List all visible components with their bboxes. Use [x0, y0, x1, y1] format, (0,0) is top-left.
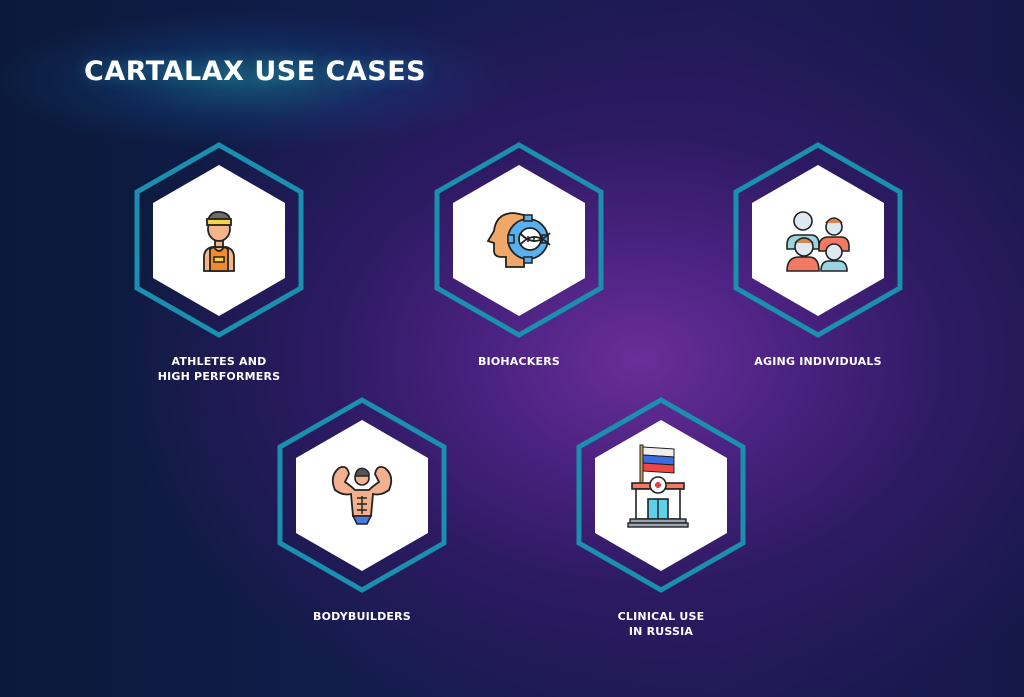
use-case-bodybuilders [277, 397, 447, 593]
label-line-1: ATHLETES AND [171, 355, 267, 368]
label-line-1: AGING INDIVIDUALS [754, 355, 882, 368]
bodybuilder-icon [331, 465, 393, 525]
family-group-icon [786, 211, 850, 272]
use-case-biohackers [434, 142, 604, 338]
label-line-1: CLINICAL USE [617, 610, 705, 623]
use-case-label: BODYBUILDERS [252, 609, 472, 624]
hospital-russian-flag-icon [627, 444, 689, 528]
use-case-label: AGING INDIVIDUALS [708, 354, 928, 369]
label-line-1: BIOHACKERS [477, 355, 561, 368]
use-case-label: CLINICAL USE IN RUSSIA [551, 609, 771, 639]
use-case-clinical-russia [576, 397, 746, 593]
use-case-label: BIOHACKERS [409, 354, 629, 369]
athlete-icon [203, 211, 235, 272]
label-line-1: BODYBUILDERS [313, 610, 411, 623]
label-line-2: IN RUSSIA [628, 625, 694, 638]
page-title: CARTALAX USE CASES [84, 56, 427, 87]
use-case-label: ATHLETES AND HIGH PERFORMERS [109, 354, 329, 384]
use-case-aging-individuals [733, 142, 903, 338]
label-line-2: HIGH PERFORMERS [157, 370, 281, 383]
head-gear-dna-icon [486, 212, 551, 268]
use-case-athletes [134, 142, 304, 338]
